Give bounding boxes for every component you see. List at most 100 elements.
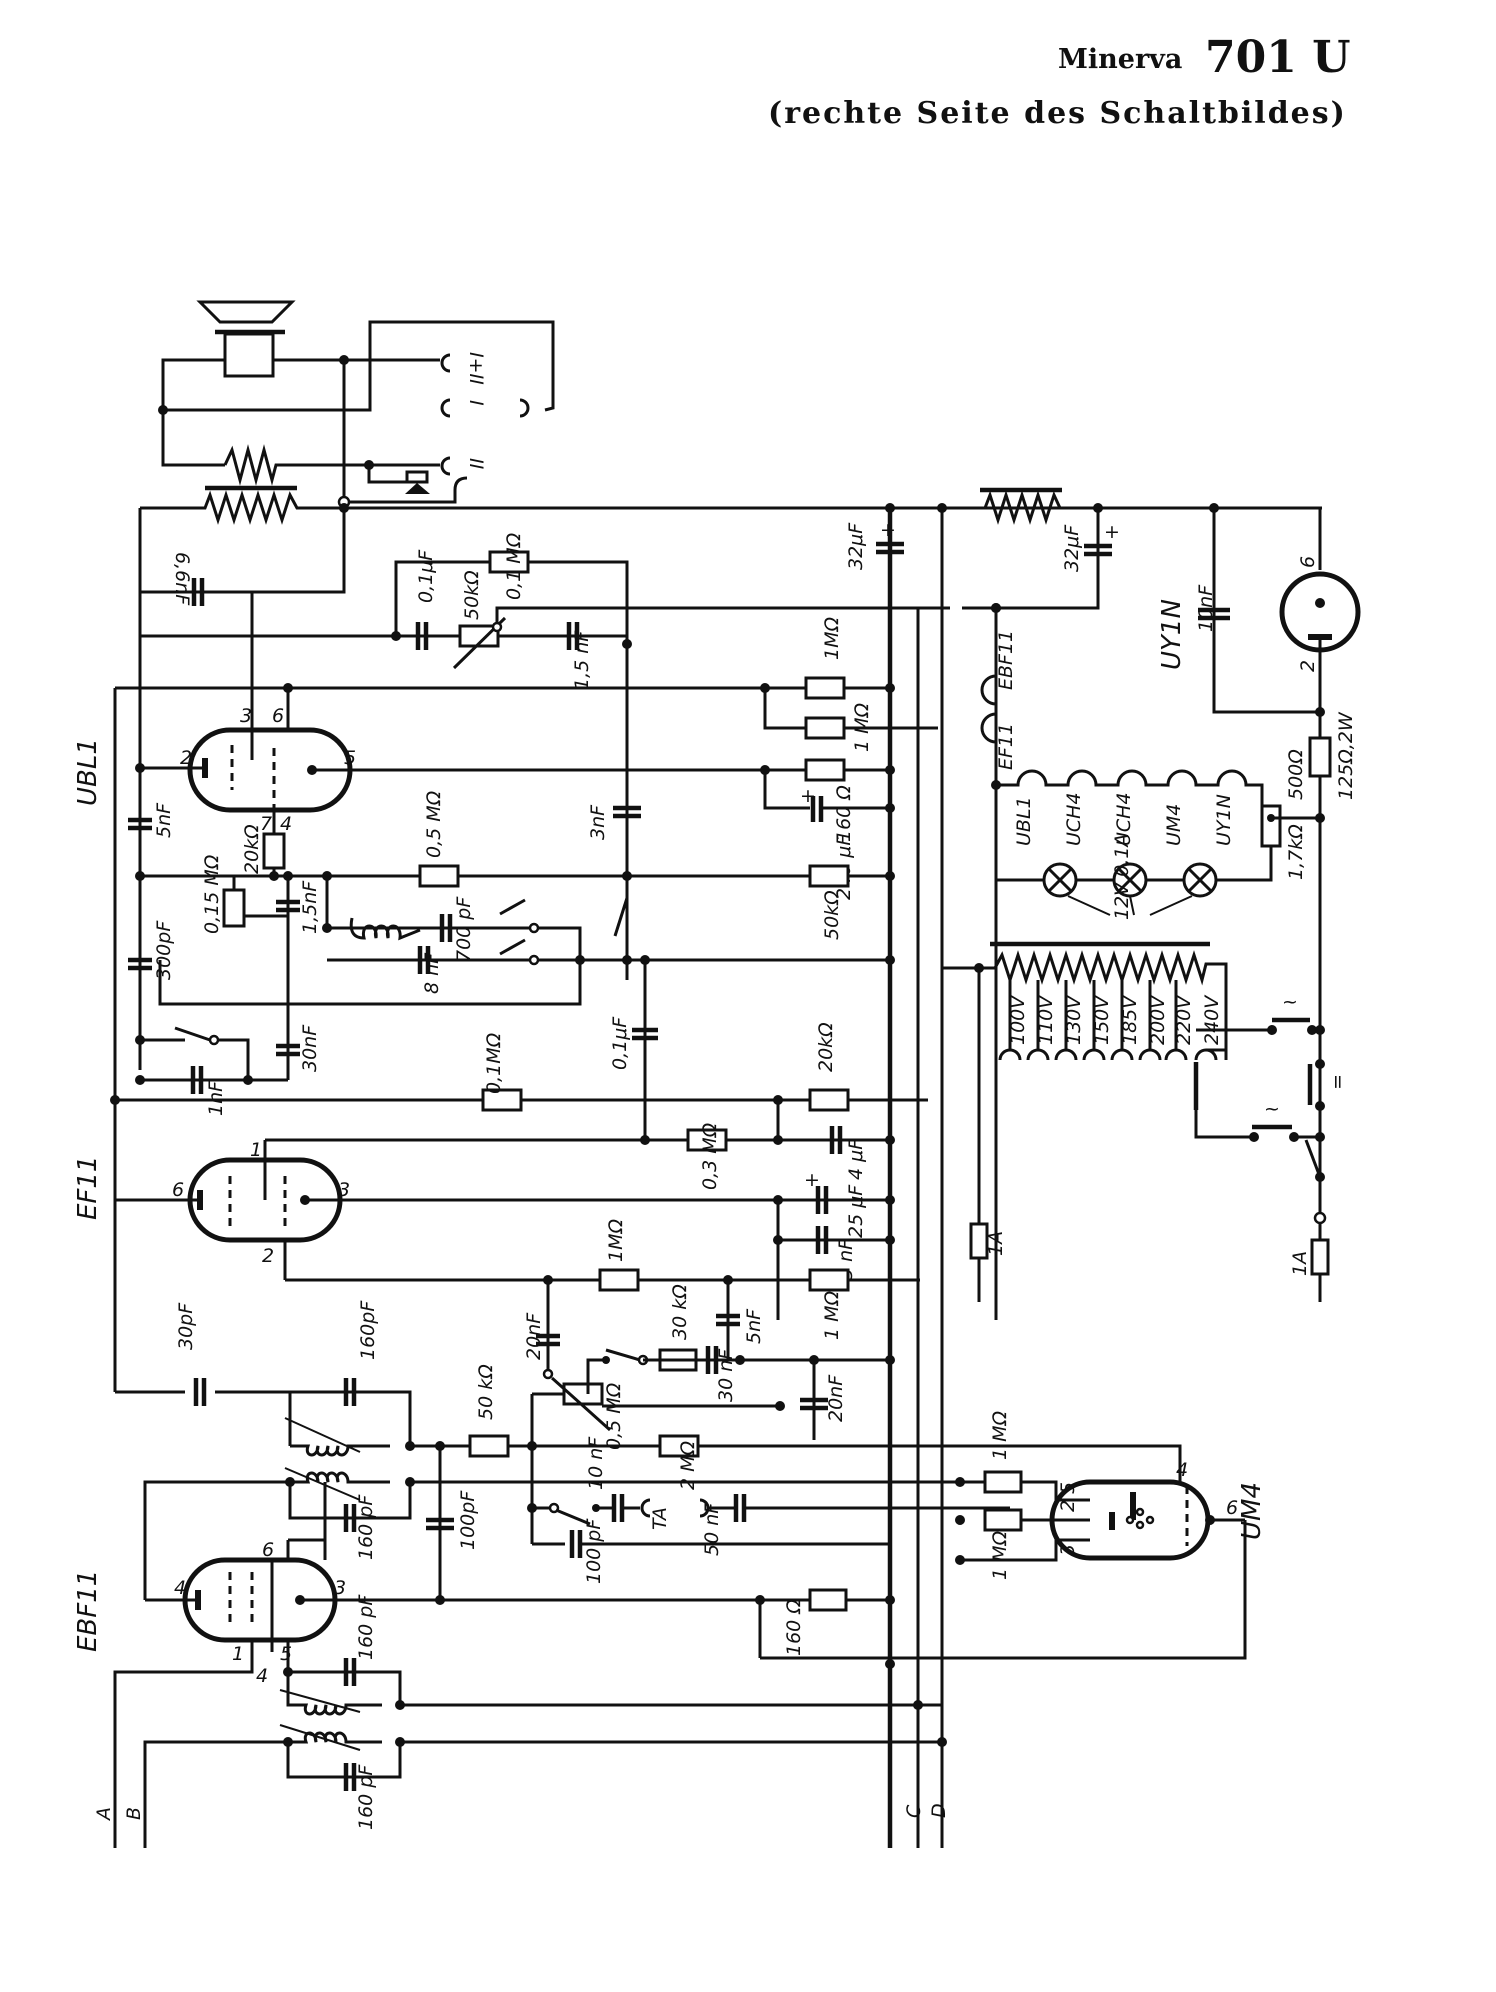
ac-symbol: ~	[1264, 1098, 1280, 1120]
switch-contact[interactable]	[613, 897, 629, 937]
tube-label-uy1n: UY1N	[1157, 599, 1187, 670]
bass-switch[interactable]	[174, 1026, 211, 1042]
svg-text:+: +	[804, 1169, 820, 1191]
jack-socket-icon	[440, 456, 451, 476]
svg-text:+: +	[1104, 521, 1120, 543]
tap-label-130v: 130V	[1063, 994, 1085, 1045]
tone-coil	[349, 917, 421, 941]
ac-symbol: ~	[1282, 991, 1298, 1013]
tap-label-150v: 150V	[1091, 994, 1113, 1045]
resistor-1m	[983, 1508, 1023, 1532]
pilot-lamp-icon	[1042, 862, 1078, 898]
pickup-label: TA	[649, 1507, 671, 1530]
c-1-5nf-label: 1,5nF	[299, 880, 321, 934]
pin-label: 6	[172, 1179, 184, 1201]
heater-label-uy1n: UY1N	[1213, 794, 1235, 846]
pin-label: 1	[232, 1643, 244, 1665]
pin-label: 6	[1226, 1497, 1238, 1519]
heater-label-uch4-b: UCH4	[1113, 792, 1135, 846]
tube-label-um4: UM4	[1237, 1482, 1267, 1540]
pin-label: 4	[1176, 1459, 1188, 1481]
dc-symbol: =	[1327, 1074, 1349, 1090]
c-32uf-a-label: 32μF	[845, 522, 867, 570]
speaker-wire	[161, 320, 555, 412]
r-20k-a-label: 20kΩ	[241, 824, 263, 874]
r-0-3m-label: 0,3 MΩ	[699, 1122, 721, 1190]
bus-label-d: D	[928, 1803, 950, 1818]
tube-ebf11	[182, 1557, 338, 1643]
r-0-1m-b-label: 0,1MΩ	[483, 1032, 505, 1094]
output-transformer-primary	[140, 490, 1322, 525]
potentiometer-50k	[458, 624, 500, 648]
r-0-5m-label: 0,5 MΩ	[423, 790, 445, 858]
resistor-0-3m	[686, 1128, 728, 1152]
c-4uf-label: 4 μF	[845, 1138, 867, 1180]
c-5nf-c-label: 5nF	[743, 1308, 765, 1344]
model-number: 701 U	[1205, 32, 1351, 83]
jack-label-i-ii: I+II	[465, 352, 487, 385]
bus-label-b: B	[123, 1807, 145, 1820]
c-160pf-a-label: 160pF	[357, 1300, 379, 1360]
pickup-switch[interactable]	[555, 1508, 591, 1526]
heater-label-ef11: EF11	[995, 723, 1017, 770]
pin-label: 5	[280, 1643, 292, 1665]
tap-label-200v: 200V	[1147, 994, 1169, 1045]
c-300pf-label: 300pF	[153, 920, 175, 980]
voltage-taps	[998, 980, 1226, 1061]
resistor-1m	[804, 716, 846, 740]
heater-label-uch4-a: UCH4	[1063, 792, 1085, 846]
tube-label-ebf11: EBF11	[73, 1570, 103, 1652]
if-coil-input-secondary	[288, 1731, 382, 1744]
filter-choke	[942, 490, 1320, 525]
pin-label: 3	[334, 1577, 346, 1599]
pin-label: 2	[1297, 660, 1319, 672]
c-10nf-label: 10 nF	[585, 1436, 607, 1490]
c-20nf-b-label: 20nF	[825, 1374, 847, 1422]
pin-label: 6	[1297, 556, 1319, 568]
jack-label-i: I	[465, 400, 487, 406]
resistor-1m	[983, 1470, 1023, 1494]
tone-switch[interactable]	[499, 938, 526, 956]
r-1m-d-label: 1 MΩ	[821, 1290, 843, 1340]
r-1m-a-label: 1MΩ	[821, 617, 843, 660]
pickup-socket-icon[interactable]	[640, 1498, 651, 1518]
resistor-1m	[804, 676, 846, 700]
r-1m-c-label: 1MΩ	[605, 1219, 627, 1262]
tap-label-110v: 110V	[1035, 994, 1057, 1045]
pin-label: 2	[1057, 1500, 1079, 1512]
if-coil-primary	[290, 1444, 390, 1457]
r-0-1m-label: 0,1 MΩ	[503, 532, 525, 600]
c-1-5nf-top-label: 1,5 nF	[571, 630, 593, 690]
r-160-b-label: 160 Ω	[783, 1599, 805, 1656]
c-25uf-label: 25 μF	[845, 1184, 867, 1238]
if-coil-input-primary	[286, 1672, 382, 1716]
pickup-socket-icon[interactable]	[699, 1498, 710, 1518]
switch-contact[interactable]	[605, 1348, 641, 1362]
tap-label-220v: 220V	[1173, 994, 1195, 1045]
r-0-5m-pot-label: 0,5 MΩ	[603, 1382, 625, 1450]
r-2m-label: 2 MΩ	[677, 1440, 699, 1490]
c-5nf-label: 5nF	[153, 802, 175, 838]
tube-label-ubl1: UBL1	[73, 738, 103, 806]
resistor-160-ohm	[808, 1588, 848, 1612]
resistor-125-ohm	[1308, 736, 1332, 778]
pin-label: 3	[338, 1179, 350, 1201]
c-160pf-c-label: 160 pF	[355, 1594, 377, 1660]
c-10nf-label: 10nF	[1195, 584, 1217, 632]
r-0-15m-label: 0,15 MΩ	[201, 854, 223, 934]
r-50k-b-label: 50 kΩ	[475, 1364, 497, 1420]
r-50k-pot-label: 50kΩ	[461, 570, 483, 620]
c-20nf-a-label: 20nF	[523, 1312, 545, 1360]
bus-label-c: C	[903, 1804, 925, 1818]
jack-socket-icon	[519, 398, 530, 418]
resistor-0-5m	[418, 864, 460, 888]
resistor-50k	[808, 864, 850, 888]
resistor-20k	[262, 832, 286, 870]
resistor-1m	[808, 1268, 850, 1292]
r-160-label: 160 Ω	[833, 785, 855, 842]
c-0-1uf-label: 0,1μF	[415, 549, 437, 603]
fuse-b-label: 1A	[1289, 1251, 1311, 1276]
tone-switch[interactable]	[499, 898, 526, 916]
pin-label: 2	[180, 747, 192, 769]
